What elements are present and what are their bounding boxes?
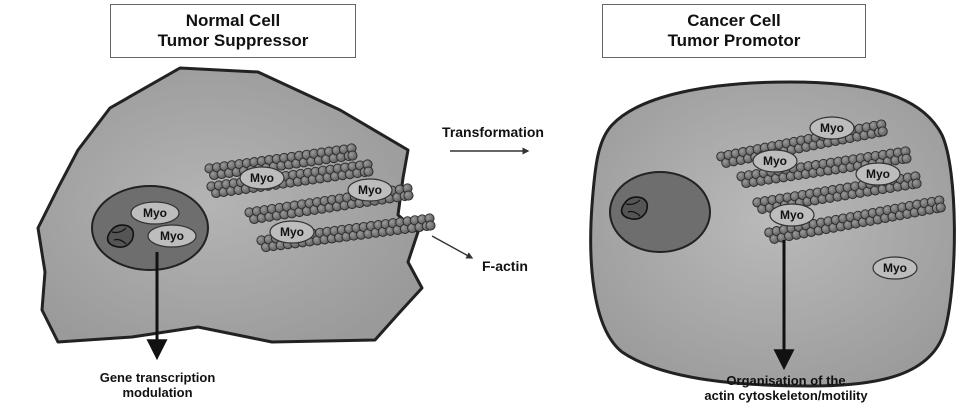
- myo-label: Myo: [160, 229, 184, 243]
- normal-cell-title: Normal Cell: [111, 11, 355, 31]
- f-actin-pointer: [432, 236, 472, 258]
- myo-label: Myo: [866, 167, 890, 181]
- cancer-bottom-label-line2: actin cytoskeleton/motility: [656, 388, 916, 403]
- cancer-bottom-label: Organisation of the actin cytoskeleton/m…: [656, 373, 916, 403]
- actin-bead: [902, 154, 911, 163]
- myo-label: Myo: [358, 183, 382, 197]
- actin-bead: [936, 203, 945, 212]
- myo-label: Myo: [820, 121, 844, 135]
- actin-bead: [426, 221, 435, 230]
- myo-label: Myo: [883, 261, 907, 275]
- normal-bottom-label-line2: modulation: [40, 385, 275, 400]
- myo-label: Myo: [143, 206, 167, 220]
- normal-nucleus: [92, 186, 208, 270]
- myo-label: Myo: [250, 171, 274, 185]
- f-actin-label: F-actin: [482, 258, 562, 274]
- actin-bead: [404, 191, 413, 200]
- actin-bead: [912, 179, 921, 188]
- actin-bead: [878, 127, 887, 136]
- cancer-cell-subtitle: Tumor Promotor: [603, 31, 865, 51]
- actin-bead: [348, 151, 357, 160]
- cancer-cell-title-box: Cancer Cell Tumor Promotor: [602, 4, 866, 58]
- normal-cell-title-box: Normal Cell Tumor Suppressor: [110, 4, 356, 58]
- cancer-bottom-label-line1: Organisation of the: [656, 373, 916, 388]
- normal-bottom-label: Gene transcription modulation: [40, 370, 275, 400]
- normal-bottom-label-line1: Gene transcription: [40, 370, 275, 385]
- myo-label: Myo: [763, 154, 787, 168]
- normal-cell-subtitle: Tumor Suppressor: [111, 31, 355, 51]
- myo-label: Myo: [280, 225, 304, 239]
- transformation-label: Transformation: [418, 124, 568, 140]
- cancer-cell-title: Cancer Cell: [603, 11, 865, 31]
- actin-bead: [364, 167, 373, 176]
- myo-label: Myo: [780, 208, 804, 222]
